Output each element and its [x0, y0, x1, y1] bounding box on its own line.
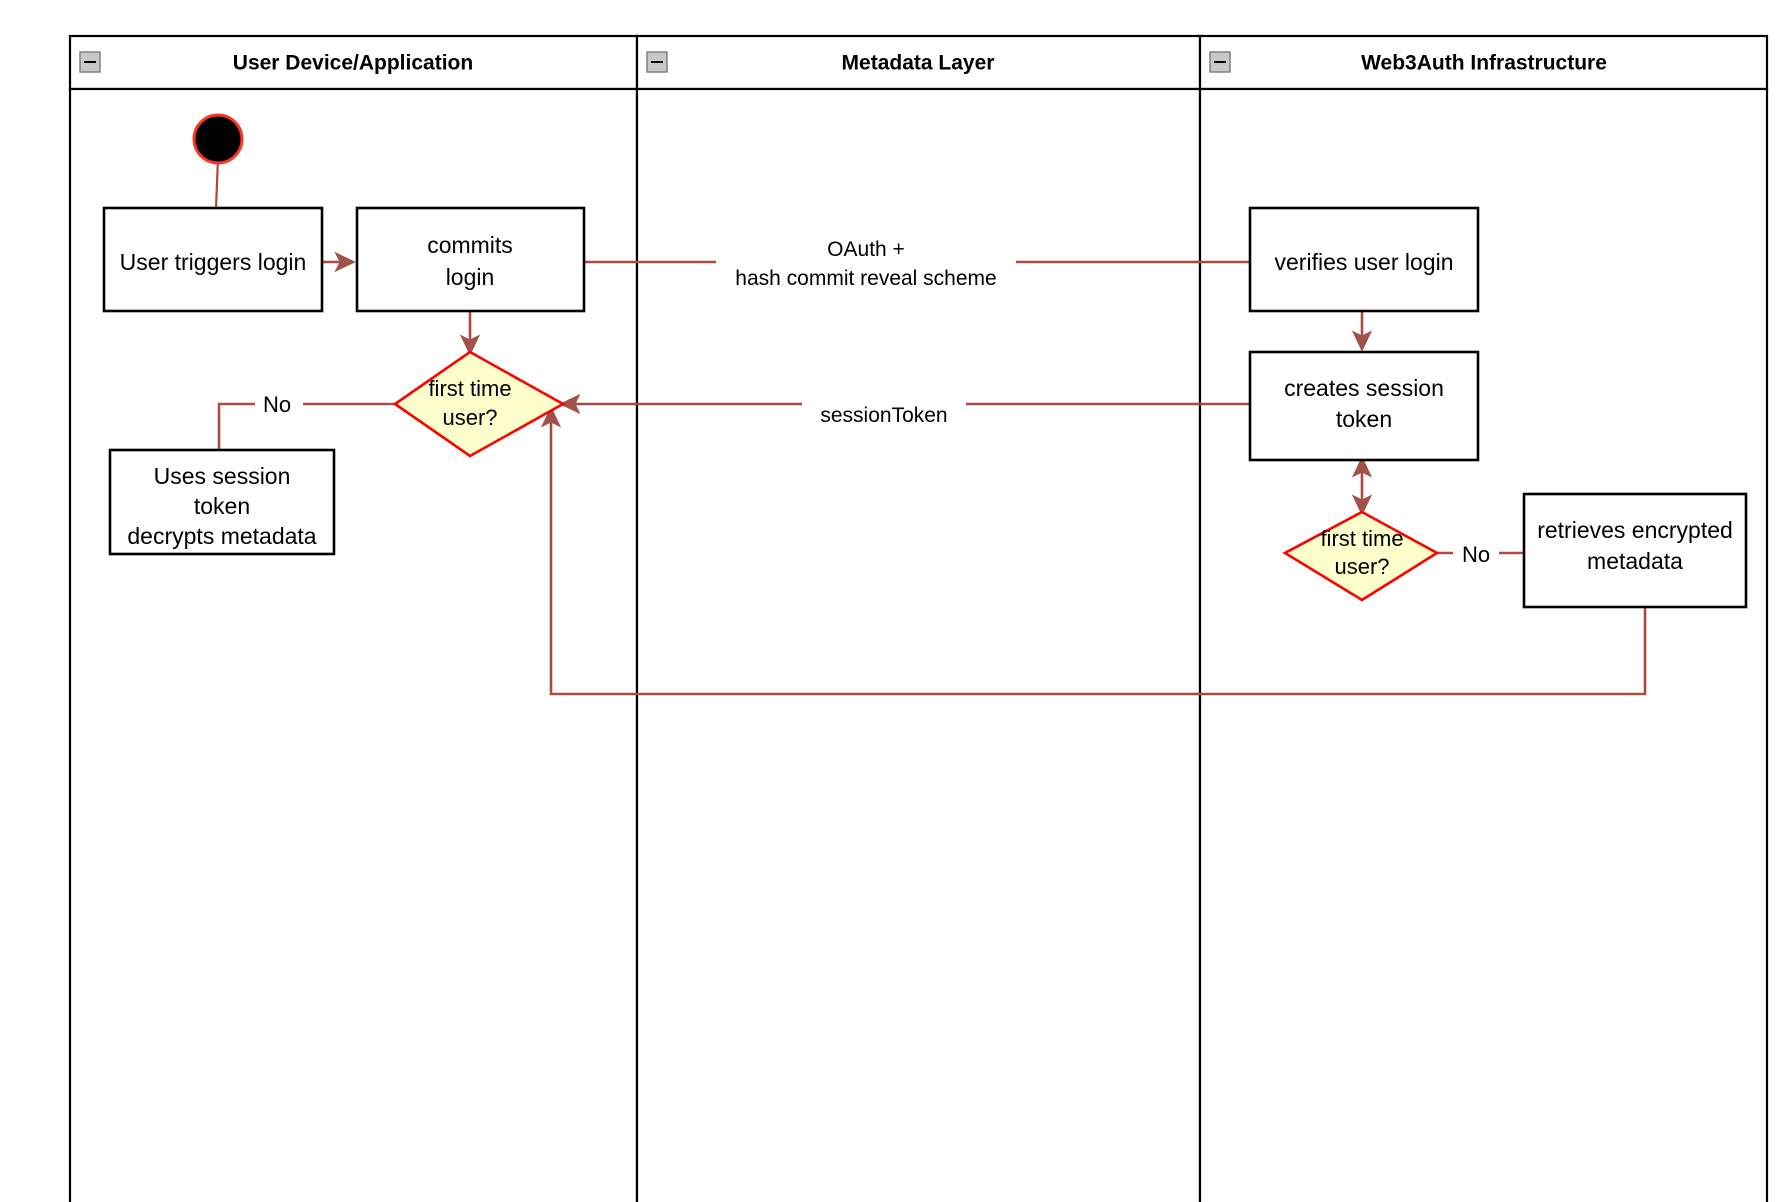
decision-first-time-user-right-line2: user? — [1334, 554, 1389, 579]
edge-label-oauth: OAuth + hash commit reveal scheme — [716, 228, 1016, 298]
activity-retrieves-encrypted-metadata-line2: metadata — [1587, 548, 1683, 574]
decision-first-time-user-right[interactable]: first time user? — [1282, 510, 1440, 602]
edge-label-no-right-text: No — [1462, 542, 1490, 567]
decision-first-time-user-right-line1: first time — [1320, 526, 1403, 551]
edge-label-oauth-line1: OAuth + — [827, 238, 905, 261]
activity-creates-session-token-line2: token — [1336, 406, 1392, 432]
flow-decision-left-to-uses — [217, 402, 395, 450]
activity-commits-login-line1: commits — [427, 232, 513, 258]
lane-title-metadata: Metadata Layer — [842, 52, 995, 75]
edge-label-session-token-text: sessionToken — [820, 404, 947, 427]
activity-retrieves-encrypted-metadata-line1: retrieves encrypted — [1537, 517, 1733, 543]
edge-label-oauth-line2: hash commit reveal scheme — [735, 267, 996, 290]
decision-first-time-user-left-line2: user? — [442, 405, 497, 430]
edge-label-no-left: No — [255, 388, 303, 420]
initial-node[interactable] — [192, 113, 244, 165]
lane-title-web3auth: Web3Auth Infrastructure — [1361, 52, 1607, 75]
activity-creates-session-token[interactable]: creates session token — [1248, 350, 1480, 462]
activity-uses-session-token[interactable]: Uses session token decrypts metadata — [108, 448, 336, 556]
activity-uses-session-token-line1: Uses session — [154, 463, 291, 489]
activity-uses-session-token-line3: decrypts metadata — [127, 523, 316, 549]
activity-uses-session-token-line2: token — [194, 493, 250, 519]
activity-commits-login-line2: login — [446, 264, 495, 290]
lane-metadata-layer[interactable]: Metadata Layer — [635, 34, 1202, 1202]
flow-retrieves-to-decision-left — [540, 406, 1647, 696]
edge-label-session-token: sessionToken — [802, 390, 966, 427]
decision-first-time-user-left[interactable]: first time user? — [392, 350, 566, 458]
lane-title-user: User Device/Application — [233, 52, 473, 75]
collapse-minus-icon[interactable] — [1209, 51, 1231, 73]
collapse-minus-icon[interactable] — [646, 51, 668, 73]
collapse-minus-icon[interactable] — [79, 51, 101, 73]
decision-first-time-user-left-line1: first time — [428, 376, 511, 401]
flow-start-to-trigger — [214, 157, 220, 209]
edge-label-no-left-text: No — [263, 392, 291, 417]
activity-retrieves-encrypted-metadata[interactable]: retrieves encrypted metadata — [1522, 492, 1748, 609]
activity-verifies-user-login[interactable]: verifies user login — [1248, 206, 1480, 313]
activity-commits-login[interactable]: commits login — [355, 206, 586, 313]
activity-user-triggers-login-line1: User triggers login — [120, 249, 307, 275]
edge-label-no-right: No — [1453, 538, 1499, 570]
activity-verifies-user-login-line1: verifies user login — [1275, 249, 1454, 275]
lane-header-user — [68, 34, 639, 91]
activity-creates-session-token-line1: creates session — [1284, 375, 1444, 401]
activity-user-triggers-login[interactable]: User triggers login — [102, 206, 324, 313]
